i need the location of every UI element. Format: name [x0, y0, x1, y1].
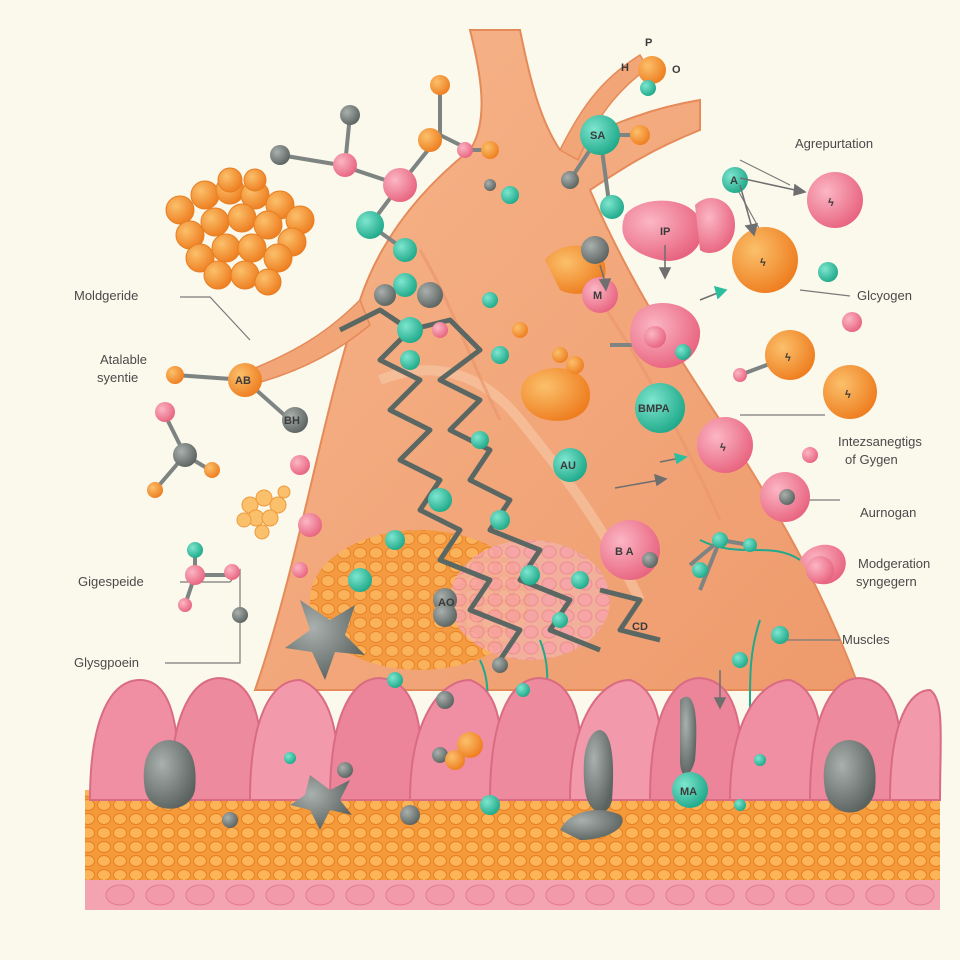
labels-left: Moldgeride Atalable syentie Gigespeide G… [74, 288, 147, 670]
ba-node-label: B A [615, 546, 634, 558]
label-glycogen: Glcyogen [857, 288, 912, 303]
ab-node-label: AB [235, 375, 251, 387]
label-aurnogan: Aurnogan [860, 505, 916, 520]
fat-cluster [165, 167, 315, 540]
label-muscles: Muscles [842, 632, 890, 647]
label-modgeration-line2: syngegern [856, 574, 917, 589]
ip-node-label: IP [660, 226, 670, 238]
bolt-5-label: ϟ [720, 442, 726, 454]
label-atalable-line1: Atalable [100, 352, 147, 367]
top-mol-h-label: H [621, 62, 629, 74]
label-atalable-line2: syentie [97, 370, 138, 385]
molecular-chain [338, 307, 661, 662]
top-mol-o-label: O [672, 64, 681, 76]
label-glysoprein: Glysgpoein [74, 655, 139, 670]
molecule-node-o [638, 56, 666, 84]
cd-node-label: CD [632, 621, 648, 633]
molecule-nodes: P H O [147, 37, 877, 830]
top-mol-p-label: P [645, 37, 652, 49]
muscle-tissue [85, 677, 942, 910]
label-interzonedlecting-line1: Intezsanegtigs [838, 434, 922, 449]
label-moldgeride: Moldgeride [74, 288, 138, 303]
label-agrepurtation: Agrepurtation [795, 136, 873, 151]
m-node-label: M [593, 290, 602, 302]
arrows [598, 177, 807, 710]
bolt-3-label: ϟ [785, 352, 791, 364]
label-gigesperide: Gigespeide [78, 574, 144, 589]
ma-node-label: MA [680, 786, 697, 798]
label-interzonedlecting-line2: of Gygen [845, 452, 898, 467]
bmpa-node-label: BMPA [638, 403, 670, 415]
bh-node-label: BH [284, 415, 300, 427]
sa-node-label: SA [590, 130, 605, 142]
bolt-4-label: ϟ [845, 389, 851, 401]
bolt-1-label: ϟ [828, 197, 834, 209]
a-small-node-label: A [730, 175, 738, 187]
bolt-2-label: ϟ [760, 257, 766, 269]
ao-node-label: AO [438, 597, 455, 609]
au-node-label: AU [560, 460, 576, 472]
label-modgeration-line1: Modgeration [858, 556, 930, 571]
labels-right: Agrepurtation Glcyogen Intezsanegtigs of… [795, 136, 930, 647]
